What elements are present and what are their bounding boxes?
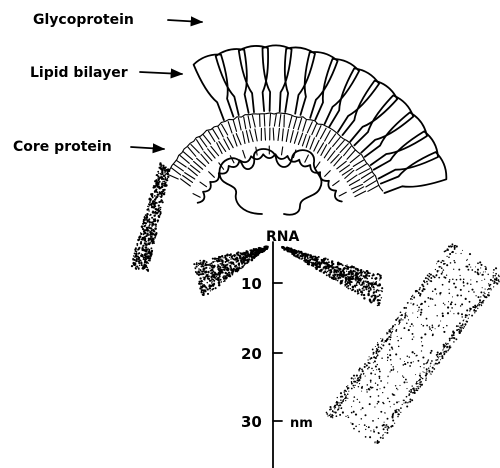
lipid-tail — [290, 131, 293, 143]
tick-label-10: 10 — [241, 275, 262, 293]
lipid-tail — [183, 152, 192, 160]
core-protein-layer — [193, 146, 346, 203]
lipid-tail — [353, 160, 363, 166]
lipid-tail — [298, 133, 302, 144]
lipid-tail — [279, 115, 281, 127]
core-protein-tab — [333, 181, 339, 186]
lipid-tail — [325, 131, 331, 142]
lipid-tail — [236, 134, 241, 145]
lipid-tail — [171, 168, 181, 175]
lipid-tail — [218, 126, 224, 137]
lipid-tail — [243, 132, 245, 144]
lipid-tail — [274, 114, 276, 126]
lipid-tail — [222, 124, 228, 134]
lipid-tail — [233, 135, 237, 146]
stippled-protein-regions — [131, 162, 500, 444]
glycoprotein-spike — [239, 46, 268, 112]
core-protein-tab — [315, 162, 320, 169]
lipid-tail — [289, 116, 292, 128]
lipid-tail — [213, 129, 219, 139]
lipid-tail — [364, 176, 374, 183]
glycoprotein-spike — [216, 49, 249, 115]
lipid-tail — [356, 164, 366, 170]
lipid-tail — [298, 118, 302, 130]
stipple-left-arc — [131, 162, 170, 272]
lipid-tail — [306, 136, 310, 147]
lipid-tail — [273, 128, 274, 140]
lipid-tail — [265, 128, 266, 140]
lipid-tail — [255, 129, 257, 141]
lipid-tail — [278, 128, 279, 140]
lipid-tail — [294, 117, 297, 129]
lipid-tail — [314, 140, 319, 151]
lipid-tail — [270, 114, 271, 126]
lipid-tail — [294, 132, 298, 144]
lipid-tail — [333, 137, 341, 146]
glycoprotein-spike — [285, 47, 315, 113]
lipid-tail — [316, 126, 321, 137]
lipid-tail — [252, 115, 255, 127]
lipid-tail — [310, 138, 314, 149]
lipid-tail — [264, 114, 265, 126]
lipid-tail — [312, 124, 317, 135]
lipid-tail — [329, 134, 336, 144]
lipid-tail — [282, 129, 283, 141]
core-protein-tab — [193, 194, 200, 198]
lipid-tail — [359, 169, 370, 175]
tick-label-30: 30 — [241, 413, 262, 431]
lipid-tail — [347, 175, 357, 182]
lipid-tail — [324, 148, 331, 158]
stipple-right-wedge — [281, 246, 383, 306]
core-protein-tab — [230, 156, 234, 163]
core-protein-tab — [200, 182, 207, 187]
core-protein-tab — [325, 171, 331, 177]
glycoprotein-arrow — [168, 20, 202, 22]
core-protein-tab — [243, 150, 246, 158]
core-protein-tab — [282, 147, 283, 155]
lipid-tail — [345, 170, 354, 178]
lipid-tail — [355, 191, 366, 197]
lipid-tail — [176, 160, 186, 167]
core-protein-tab — [209, 172, 215, 178]
lipid-tail — [336, 140, 344, 149]
lipid-tail — [303, 120, 307, 132]
lipid-tail — [209, 131, 215, 141]
lipid-tail — [307, 122, 312, 133]
lipid-tail — [366, 181, 376, 187]
lipid-tail — [180, 156, 189, 164]
lipid-tail — [250, 130, 253, 142]
core-protein-arrow — [131, 147, 164, 149]
lipid-tail — [228, 122, 232, 133]
lipid-tail — [350, 155, 359, 163]
core-protein-label: Core protein — [13, 139, 112, 155]
rna-label: RNA — [266, 229, 299, 245]
lipid-tail — [302, 135, 306, 146]
lipid-tail — [320, 128, 326, 139]
lipid-tail — [246, 131, 249, 143]
lipid-tail — [248, 116, 250, 128]
lipid-tail — [349, 180, 359, 186]
lipid-tail — [239, 118, 242, 130]
core-protein-tab — [305, 155, 309, 162]
scale-unit: nm — [290, 416, 313, 431]
lipid-tail — [328, 151, 335, 161]
core-protein-tab — [339, 192, 346, 196]
lipid-tail — [361, 172, 371, 178]
glycoprotein-label: Glycoprotein — [33, 12, 134, 28]
lipid-tail — [174, 164, 184, 171]
lipid-bilayer-label: Lipid bilayer — [30, 65, 128, 81]
lipid-tail — [233, 120, 236, 131]
lipid-tail — [286, 130, 288, 142]
lipid-bilayer-arrow — [140, 72, 182, 74]
tick-label-20: 20 — [241, 345, 262, 363]
lipid-tail — [244, 117, 246, 129]
lipid-tail — [368, 186, 379, 192]
lipid-tail — [347, 150, 355, 159]
